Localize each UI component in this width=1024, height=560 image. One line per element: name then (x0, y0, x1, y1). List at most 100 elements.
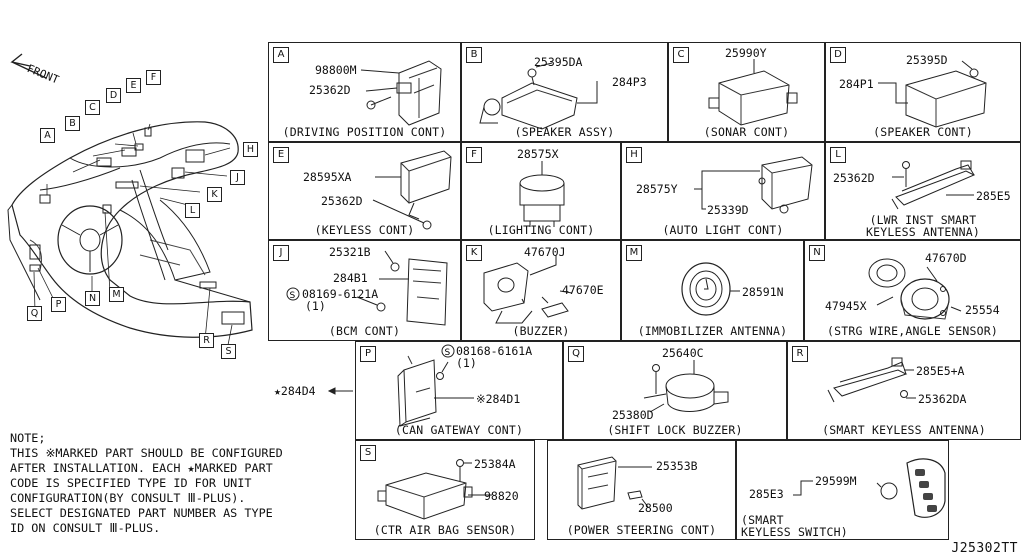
callout-l: L (185, 203, 200, 218)
part-number: 284P1 (839, 77, 874, 91)
speaker-assy-drawing (479, 62, 598, 130)
cell-letter: B (466, 47, 482, 63)
cell-letter: N (809, 245, 825, 261)
caption-line: KEYLESS SWITCH) (741, 525, 848, 539)
cell-letter: H (626, 147, 642, 163)
note-line: THIS ※MARKED PART SHOULD BE CONFIGURED (10, 446, 283, 460)
cell-d-speaker-cont[interactable]: D 25395D 284P1 (SPEAKER CONT) (825, 42, 1021, 142)
cell-p-can-gateway-cont[interactable]: P S 08168-6161A (1) ※284D1 (CAN GATEWAY … (355, 341, 563, 440)
part-number: 28575Y (636, 182, 678, 196)
part-number: ※284D1 (476, 392, 521, 406)
cell-caption: (AUTO LIGHT CONT) (662, 223, 784, 237)
cell-m-immobilizer-antenna[interactable]: M 28591N (IMMOBILIZER ANTENNA) (621, 240, 804, 341)
smart-key-fob-drawing (793, 458, 946, 518)
part-number: 25640C (662, 346, 704, 360)
cell-power-steering-cont[interactable]: 25353B 28500 (POWER STEERING CONT) (547, 440, 736, 540)
callout-d: D (106, 88, 121, 103)
cell-caption: (BUZZER) (512, 324, 570, 338)
cell-caption: (CTR AIR BAG SENSOR) (373, 523, 517, 537)
cell-e-keyless-cont[interactable]: E 28595XA 25362D (KEYLESS CONT) (268, 142, 461, 240)
part-number: 25990Y (725, 46, 767, 60)
cell-letter: D (830, 47, 846, 63)
outside-part-arrow (327, 387, 353, 395)
cell-caption: (LIGHTING CONT) (487, 223, 595, 237)
cell-letter: S (360, 445, 376, 461)
callout-m: M (109, 287, 124, 302)
part-number: 25380D (612, 408, 654, 422)
cell-letter: E (273, 147, 289, 163)
steering-wire-sensor-drawing (868, 258, 962, 320)
part-number: 08168-6161A (456, 344, 533, 358)
callout-k: K (207, 187, 222, 202)
part-number: 285E3 (749, 487, 784, 501)
cell-l-lwr-inst-smart-keyless-antenna[interactable]: L 25362D 285E5 (LWR INST SMART KEYLESS A… (825, 142, 1021, 240)
caption-line: (LWR INST SMART (869, 213, 977, 227)
cell-letter: Q (568, 346, 584, 362)
speaker-cont-drawing (878, 60, 987, 128)
cell-n-strg-wire-angle-sensor[interactable]: N 47670D 47945X 25554 (STRG WIRE,ANGLE S… (804, 240, 1021, 341)
part-number: 25395D (906, 53, 948, 67)
buzzer-drawing (483, 255, 573, 324)
cell-letter: K (466, 245, 482, 261)
keyless-cont-drawing (372, 150, 452, 230)
part-number: 285E5 (976, 189, 1011, 203)
cell-caption: (LWR INST SMART KEYLESS ANTENNA) (826, 214, 1020, 238)
part-number: 28595XA (303, 170, 352, 184)
part-number: 25321B (329, 245, 371, 259)
part-number: 98820 (484, 489, 519, 503)
cell-s-ctr-air-bag-sensor[interactable]: S 25384A 98820 (CTR AIR BAG SENSOR) (355, 440, 535, 540)
caption-line: (SMART (741, 513, 784, 527)
cell-j-bcm-cont[interactable]: J S 25321B 284B1 08169-6121A (1) (BCM CO… (268, 240, 461, 341)
cell-k-buzzer[interactable]: K 47670J 47670E (BUZZER) (461, 240, 621, 341)
diagram-reference-code: J25302TT (951, 541, 1018, 556)
caption-line: KEYLESS ANTENNA) (866, 225, 980, 239)
callout-c: C (85, 100, 100, 115)
callout-a: A (40, 128, 55, 143)
callout-f: F (146, 70, 161, 85)
cell-caption: (SMART KEYLESS ANTENNA) (822, 423, 986, 437)
part-number: 25339D (707, 203, 749, 217)
cell-caption: (IMMOBILIZER ANTENNA) (637, 324, 788, 338)
cell-b-speaker-assy[interactable]: B 25395DA 284P3 (SPEAKER ASSY) (461, 42, 668, 142)
part-number: 25554 (965, 303, 1000, 317)
cell-caption: (SPEAKER CONT) (873, 125, 973, 139)
note-line: NOTE; (10, 431, 46, 445)
shift-lock-buzzer-drawing (643, 360, 729, 413)
driving-position-module-drawing (360, 60, 442, 126)
part-number: 284B1 (333, 271, 368, 285)
part-number: 08169-6121A (302, 287, 379, 301)
callout-n: N (85, 291, 100, 306)
part-number: 284P3 (612, 75, 647, 89)
cell-smart-keyless-switch[interactable]: 285E3 29599M (SMART KEYLESS SWITCH) (736, 440, 949, 540)
cell-f-lighting-cont[interactable]: F 28575X (LIGHTING CONT) (461, 142, 621, 240)
cell-q-shift-lock-buzzer[interactable]: Q 25640C 25380D (SHIFT LOCK BUZZER) (563, 341, 787, 440)
part-number: 47670D (925, 251, 967, 265)
cell-c-sonar-cont[interactable]: C 25990Y (SONAR CONT) (668, 42, 825, 142)
callout-q: Q (27, 306, 42, 321)
part-quantity: (1) (456, 356, 477, 370)
cell-a-driving-position-cont[interactable]: A 98800M 25362D (DRIVING POSITION CONT) (268, 42, 461, 142)
callout-b: B (65, 116, 80, 131)
cell-caption: (SHIFT LOCK BUZZER) (607, 423, 743, 437)
part-number: 25362D (309, 83, 351, 97)
lighting-cont-drawing (519, 161, 565, 227)
cell-caption: (STRG WIRE,ANGLE SENSOR) (827, 324, 998, 338)
lwr-inst-antenna-drawing (891, 160, 976, 210)
callout-p: P (51, 297, 66, 312)
cell-letter: M (626, 245, 642, 261)
power-steering-cont-drawing (577, 456, 652, 510)
part-number: 29599M (815, 474, 857, 488)
cell-caption: (POWER STEERING CONT) (566, 523, 717, 537)
part-number: 25362DA (918, 392, 967, 406)
cell-letter: J (273, 245, 289, 261)
callout-e: E (126, 78, 141, 93)
cell-h-auto-light-cont[interactable]: H 28575Y 25339D (AUTO LIGHT CONT) (621, 142, 825, 240)
part-number: 25353B (656, 459, 698, 473)
cell-r-smart-keyless-antenna[interactable]: R 285E5+A 25362DA (SMART KEYLESS ANTENNA… (787, 341, 1021, 440)
can-gateway-drawing: S (397, 344, 474, 427)
note-line: CODE IS SPECIFIED TYPE ID FOR UNIT (10, 476, 252, 490)
part-number: 47945X (825, 299, 867, 313)
smart-keyless-antenna-drawing (827, 357, 916, 403)
cell-letter: C (673, 47, 689, 63)
cell-caption: (DRIVING POSITION CONT) (282, 125, 447, 139)
